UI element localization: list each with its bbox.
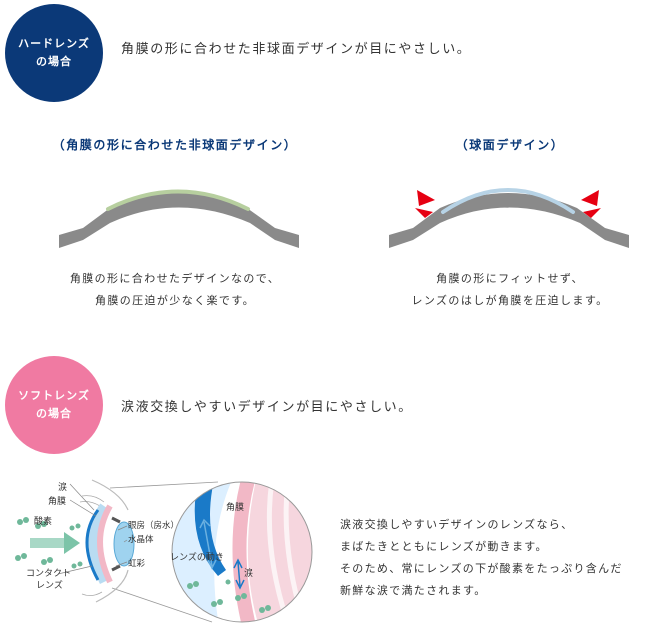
label-crystalline: 水晶体 [128, 534, 154, 545]
soft-badge-line1: ソフトレンズ [18, 389, 90, 402]
hard-headline: 角膜の形に合わせた非球面デザインが目にやさしい。 [121, 42, 472, 57]
label-leaders [57, 483, 128, 575]
cornea-small [97, 504, 113, 584]
hard-badge-line2: の場合 [36, 55, 72, 68]
spherical-caption: 角膜の形にフィットせず、 レンズのはしが角膜を圧迫します。 [380, 268, 640, 312]
spherical-lens [441, 188, 575, 214]
zoom-cornea-band [232, 482, 257, 622]
aspheric-caption-line2: 角膜の圧迫が少なく楽です。 [94, 294, 256, 307]
label-contact-line2: レンズ [36, 579, 63, 591]
eyelash-bottom [81, 591, 103, 596]
pressure-mark-left-2 [415, 208, 433, 218]
label-tear: 涙 [58, 481, 67, 493]
label-aqueous: 眼房（房水） [128, 520, 179, 531]
soft-lens-badge: ソフトレンズ の場合 [5, 356, 103, 454]
tear-layer [88, 503, 109, 585]
cornea-shape-left [59, 193, 299, 248]
zoom-label-tear: 涙 [244, 567, 253, 579]
zoom-label-cornea: 角膜 [226, 501, 244, 513]
crystalline-lens [113, 521, 135, 567]
label-oxygen: 酸素 [34, 515, 52, 527]
spherical-caption-line1: 角膜の形にフィットせず、 [436, 272, 584, 285]
upper-eyelid [91, 479, 129, 511]
eye-cross-section-diagram: 涙 角膜 酸素 眼房（房水） 水晶体 虹彩 コンタクト レンズ 角膜 レンズの動… [15, 479, 313, 623]
zoom-lens-motion-arrow [199, 518, 217, 570]
zoom-circle-border [171, 481, 313, 623]
lower-eyelid [95, 569, 129, 603]
spherical-fit-illustration [389, 188, 629, 248]
oxygen-bubbles-left [15, 517, 83, 569]
aspheric-fit-illustration [59, 189, 299, 248]
zoom-connector-bottom [111, 587, 213, 623]
zoom-tear-arrow [233, 558, 245, 590]
zoom-oxygen-bubbles [187, 579, 271, 613]
zoom-contact-lens [194, 482, 226, 576]
spherical-design-title: （球面デザイン） [455, 138, 565, 152]
pressure-mark-left-1 [417, 190, 435, 206]
iris-shape [111, 516, 121, 572]
soft-description: 涙液交換しやすいデザインのレンズなら、 まばたきとともにレンズが動きます。 その… [340, 514, 623, 602]
label-cornea: 角膜 [48, 495, 66, 507]
contact-lens-small [85, 509, 100, 581]
soft-description-line4: 新鮮な涙で満たされます。 [340, 584, 487, 597]
oxygen-arrow-head [64, 532, 80, 554]
soft-description-line3: そのため、常にレンズの下が酸素をたっぷり含んだ [340, 562, 623, 575]
aspheric-lens [106, 189, 250, 211]
soft-description-line1: 涙液交換しやすいデザインのレンズなら、 [340, 518, 574, 531]
soft-description-line2: まばたきとともにレンズが動きます。 [340, 540, 548, 553]
zoom-view [172, 482, 312, 622]
soft-headline: 涙液交換しやすいデザインが目にやさしい。 [121, 400, 413, 415]
oxygen-arrow-bar [30, 538, 64, 548]
zoom-connector-top [109, 481, 219, 489]
zoom-label-lens-motion: レンズの動き [170, 551, 224, 563]
aspheric-caption: 角膜の形に合わせたデザインなので、 角膜の圧迫が少なく楽です。 [10, 268, 340, 312]
soft-badge-line2: の場合 [36, 407, 72, 420]
zoom-tear-area [172, 482, 232, 622]
label-contact-line1: コンタクト [26, 568, 71, 579]
pressure-mark-right-1 [581, 190, 599, 206]
eyelash-top [79, 495, 105, 507]
hard-lens-badge: ハードレンズ の場合 [5, 4, 103, 102]
hard-badge-line1: ハードレンズ [18, 37, 90, 50]
spherical-caption-line2: レンズのはしが角膜を圧迫します。 [411, 294, 609, 307]
label-iris: 虹彩 [128, 558, 146, 569]
aspheric-caption-line1: 角膜の形に合わせたデザインなので、 [69, 272, 281, 285]
pressure-mark-right-2 [583, 208, 601, 218]
aspheric-design-title: （角膜の形に合わせた非球面デザイン） [52, 138, 298, 152]
